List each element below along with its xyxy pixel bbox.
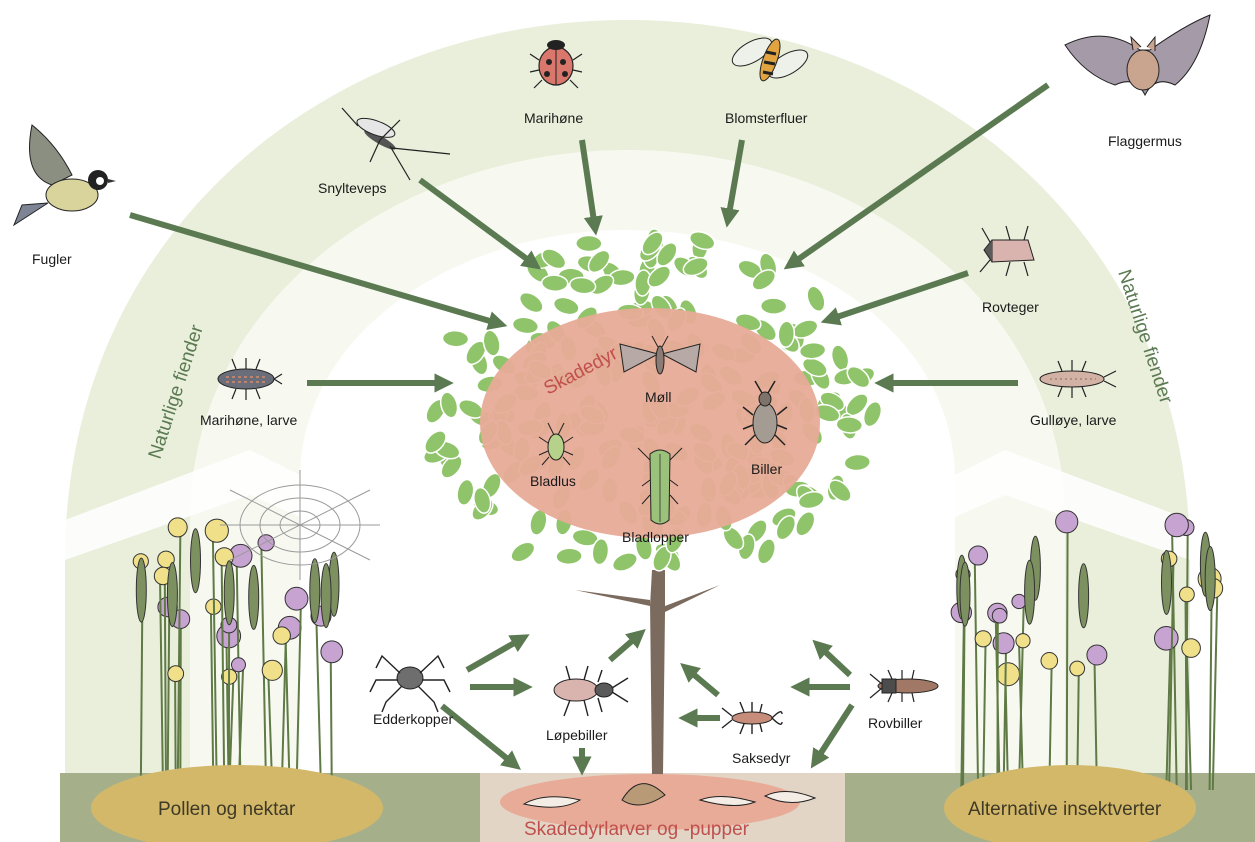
pest-moth-label: Møll [645, 389, 671, 405]
flower [1041, 653, 1058, 670]
flower [168, 666, 184, 682]
grass-ear [1025, 560, 1035, 624]
flower [232, 658, 246, 672]
bat-icon [1065, 15, 1210, 95]
bird-icon [14, 125, 116, 225]
enemy-rove-beetles-label: Rovbiller [868, 715, 923, 731]
enemy-predatory-bugs-label: Rovteger [982, 299, 1039, 315]
flower [285, 587, 308, 610]
grass-ear [1162, 550, 1172, 614]
leaf [760, 298, 786, 314]
flower [1070, 661, 1085, 676]
stem [1186, 594, 1187, 790]
flower [273, 627, 290, 644]
enemy-hoverflies-label: Blomsterfluer [725, 110, 808, 126]
enemy-ground-beetles-label: Løpebiller [546, 727, 608, 743]
flower [258, 535, 274, 551]
flower [262, 660, 282, 680]
flower [1012, 594, 1026, 608]
grass-ear [960, 562, 970, 626]
flower [1155, 627, 1179, 651]
resource-pest-larvae-label: Skadedyrlarver og -pupper [524, 819, 750, 840]
grass-ear [1205, 547, 1215, 611]
flower [168, 518, 187, 537]
flower [1180, 587, 1195, 602]
enemy-bats: Flaggermus [1065, 15, 1210, 149]
enemy-ladybird-label: Marihøne [524, 110, 583, 126]
stem [165, 559, 166, 790]
leaf [556, 548, 583, 565]
grass-ear [249, 565, 259, 629]
flower [969, 546, 988, 565]
enemy-ladybird-larva-label: Marihøne, larve [200, 412, 297, 428]
leaf [576, 235, 602, 251]
leaf [541, 275, 568, 292]
grass-ear [1079, 564, 1089, 628]
flower [992, 608, 1007, 623]
grass-ear [321, 564, 331, 628]
grass-ear [191, 529, 201, 593]
pest-beetle-label: Biller [751, 461, 782, 477]
flower [997, 663, 1020, 686]
grass-ear [310, 559, 320, 623]
enemy-lacewing-larva-label: Gulløye, larve [1030, 412, 1117, 428]
stem [1213, 588, 1218, 790]
enemy-birds-label: Fugler [32, 251, 72, 267]
pest-aphid-label: Bladlus [530, 473, 576, 489]
enemy-birds: Fugler [14, 125, 116, 267]
enemy-earwigs-label: Saksedyr [732, 750, 791, 766]
grass-ear [224, 561, 234, 625]
flower [1165, 513, 1188, 536]
stem [180, 619, 181, 790]
resource-pollen-label: Pollen og nektar [158, 799, 296, 820]
resource-alternative-hosts-label: Alternative insektverter [968, 799, 1162, 820]
flower [1056, 511, 1078, 533]
leaf [442, 330, 469, 347]
flower [1087, 645, 1107, 665]
stem [331, 652, 332, 790]
enemy-parasitic-wasps-label: Snylteveps [318, 180, 386, 196]
pest-leafhopper-label: Bladlopper [622, 529, 689, 545]
flower [1016, 634, 1030, 648]
grass-ear [136, 558, 146, 622]
flower [205, 519, 228, 542]
flower [321, 641, 343, 663]
enemy-bats-label: Flaggermus [1108, 133, 1182, 149]
leaf [778, 321, 795, 348]
flower [1182, 639, 1201, 658]
enemy-spiders-label: Edderkopper [373, 711, 454, 727]
stem [1067, 522, 1068, 790]
grass-ear [167, 563, 177, 627]
flower [975, 631, 991, 647]
